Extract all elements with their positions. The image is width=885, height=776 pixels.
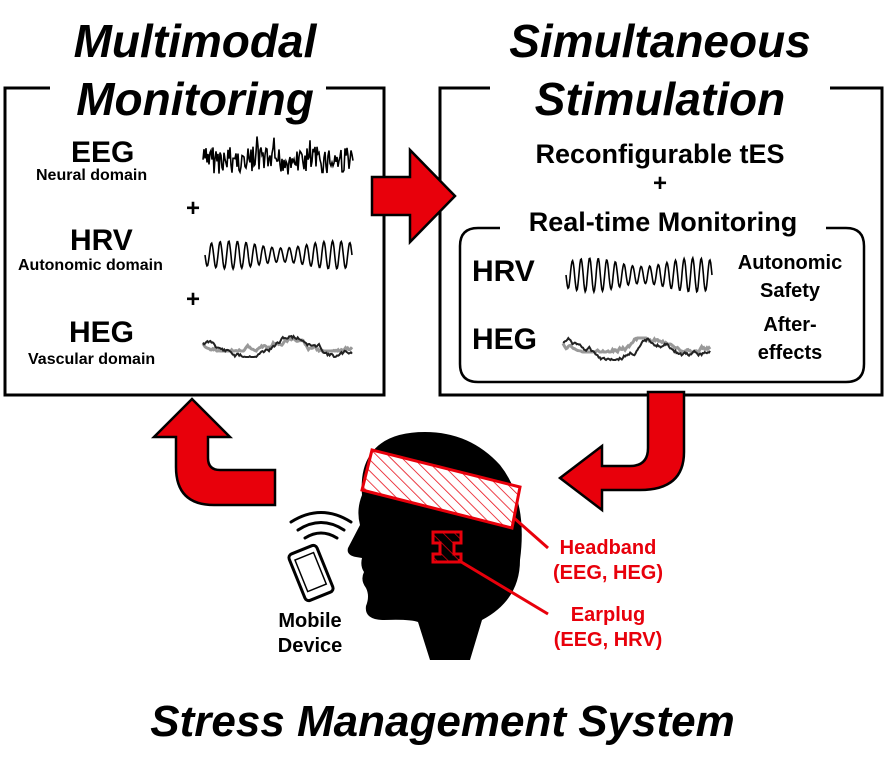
realtime-monitoring-label: Real-time Monitoring [528, 207, 798, 237]
hrv-domain-label: Autonomic domain [18, 257, 163, 274]
mobile-device-label-line2: Device [277, 635, 343, 657]
monitoring-box-frame [458, 226, 866, 384]
right-title-line2: Stimulation [534, 73, 786, 125]
heg-domain-label: Vascular domain [28, 351, 156, 368]
headband-leader-line [513, 516, 549, 550]
wifi-icon [289, 511, 353, 540]
rt-hrv-label: HRV [472, 255, 535, 288]
autonomic-note-line1: Autonomic [737, 252, 843, 274]
mobile-device-label-line1: Mobile [278, 610, 342, 632]
reconfigurable-tes-label: Reconfigurable tES [535, 139, 785, 169]
heg-label: HEG [69, 316, 135, 349]
headband-label-line1: Headband [559, 537, 657, 559]
earplug-leader-line [457, 558, 549, 616]
arrow-up-curve-icon [150, 397, 277, 507]
left-title-line2: Monitoring [76, 73, 314, 125]
arrow-down-curve-icon [557, 390, 686, 513]
left-title-line1: Multimodal [73, 15, 317, 67]
arrow-right-icon [370, 146, 457, 246]
autonomic-note-line2: Safety [759, 280, 821, 302]
plus-sign-2: + [186, 286, 201, 313]
earplug-label-line1: Earplug [570, 604, 646, 626]
heg-waveform-right [561, 336, 712, 362]
phone-icon [287, 543, 335, 603]
heg-waveform-left [201, 334, 354, 359]
footer-title: Stress Management System [150, 697, 735, 746]
headband-label-line2: (EEG, HEG) [552, 562, 663, 584]
aftereffects-note-line1: After- [763, 314, 817, 336]
left-panel-frame [3, 86, 386, 397]
hrv-label: HRV [70, 224, 133, 257]
earplug-label-line2: (EEG, HRV) [553, 629, 663, 651]
right-title-line1: Simultaneous [509, 15, 811, 67]
eeg-waveform [202, 136, 354, 175]
plus-sign-3: + [653, 170, 668, 197]
headband-icon [360, 448, 522, 530]
aftereffects-note-line2: effects [757, 342, 823, 364]
hrv-waveform-left [204, 238, 353, 272]
plus-sign-1: + [186, 195, 201, 222]
eeg-label: EEG [71, 136, 135, 169]
hrv-waveform-right [565, 255, 713, 295]
rt-heg-label: HEG [472, 323, 538, 356]
eeg-domain-label: Neural domain [36, 167, 148, 184]
